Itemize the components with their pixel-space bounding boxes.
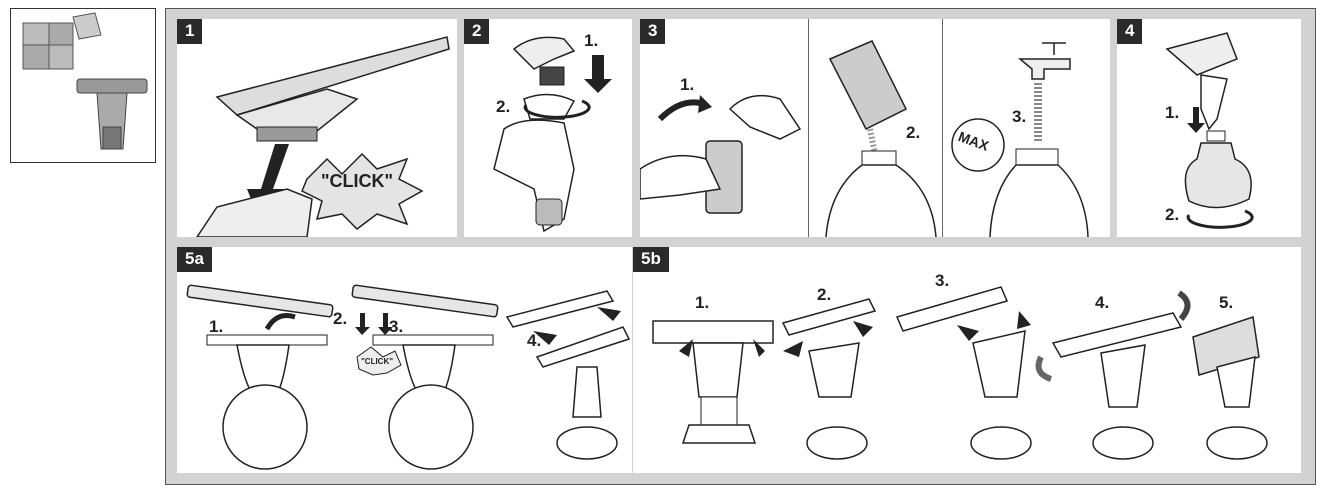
click-text: "CLICK" xyxy=(361,357,394,366)
step-badge: 4 xyxy=(1117,19,1143,44)
step-num-label: 2. xyxy=(496,97,511,116)
step-num-label: 2. xyxy=(817,285,832,304)
step-3-panel: 3 1. 2. 3. MAX xyxy=(640,19,1110,237)
step-5a-panel: 5a 1. 2. 3. 4. "CLICK" xyxy=(177,247,632,473)
step-badge: 1 xyxy=(177,19,203,44)
step-1-panel: 1 "CLICK" xyxy=(177,19,457,237)
step-num-label: 3. xyxy=(389,317,404,336)
click-text: "CLICK" xyxy=(321,171,394,191)
step-num-label: 4. xyxy=(1095,293,1110,312)
step-5b-panel: 5b xyxy=(633,247,1301,473)
step-num-label: 2. xyxy=(333,309,348,328)
step-badge: 2 xyxy=(464,19,490,44)
step-4-panel: 4 1. 2. xyxy=(1117,19,1301,237)
divider xyxy=(808,19,809,237)
step-badge: 3 xyxy=(640,19,666,44)
step-num-label: 1. xyxy=(584,31,599,50)
instruction-frame: 1 "CLICK" 2 1. 2. 3 xyxy=(165,8,1316,485)
step-num-label: 1. xyxy=(209,317,224,336)
step-num-label: 4. xyxy=(527,331,542,350)
step-num-label: 2. xyxy=(906,123,921,142)
step-num-label: 1. xyxy=(680,75,695,94)
step-num-label: 1. xyxy=(1165,103,1180,122)
step-num-label: 3. xyxy=(935,271,950,290)
divider xyxy=(942,19,943,237)
step-num-label: 2. xyxy=(1165,205,1180,224)
step-badge: 5b xyxy=(633,247,669,272)
step-2-panel: 2 1. 2. xyxy=(464,19,632,237)
step-badge: 5a xyxy=(177,247,212,272)
step-num-label: 1. xyxy=(695,293,710,312)
puzzle-and-device-icon xyxy=(22,12,148,150)
step-num-label: 5. xyxy=(1219,293,1234,312)
accessory-thumbnail xyxy=(10,8,156,163)
step-num-label: 3. xyxy=(1012,107,1027,126)
